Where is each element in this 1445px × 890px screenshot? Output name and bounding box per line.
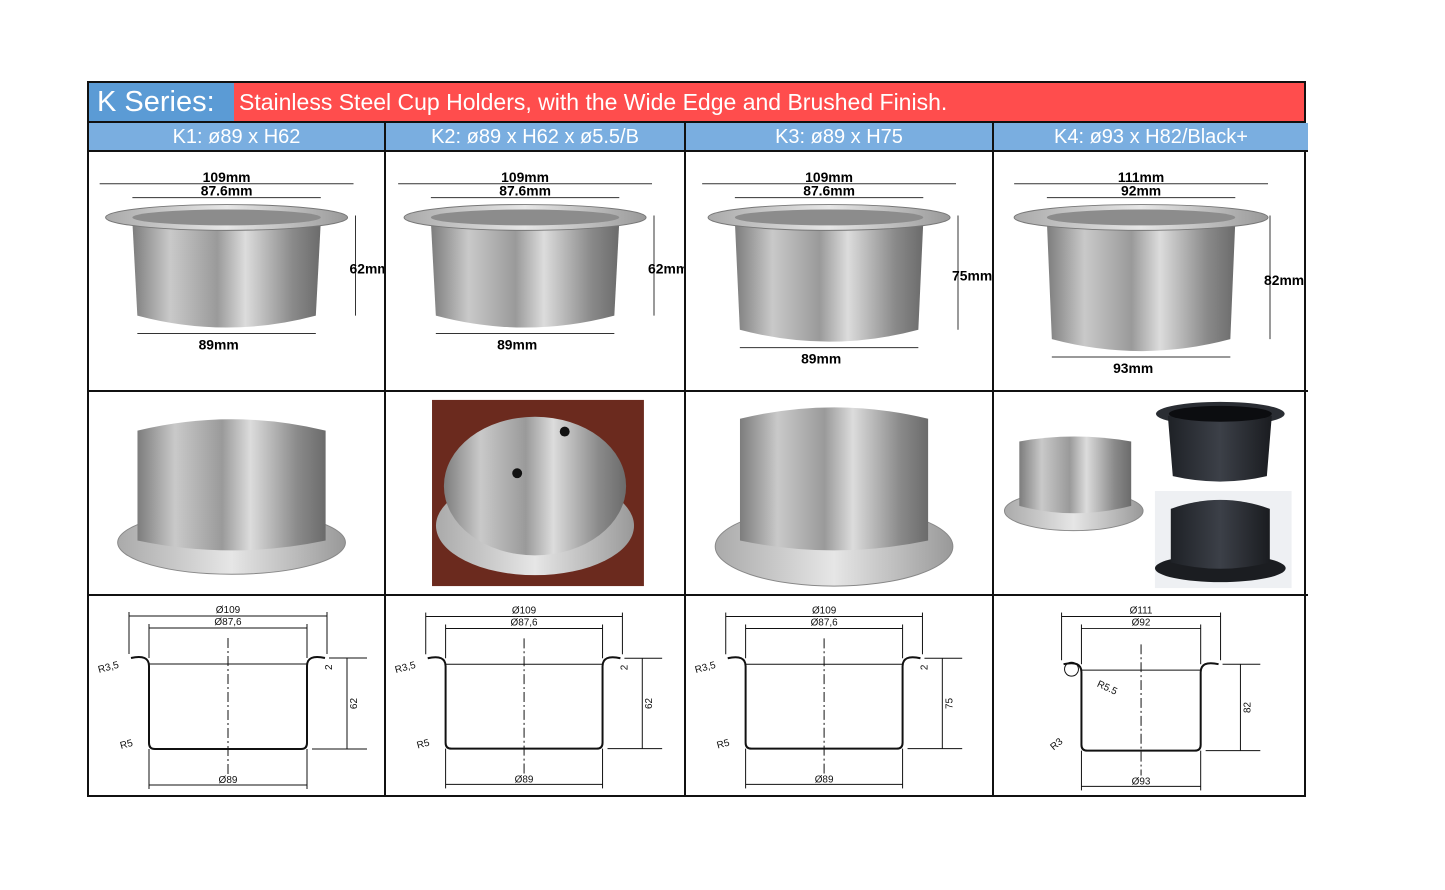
title-bar: K Series: Stainless Steel Cup Holders, w… xyxy=(89,83,1304,123)
series-description: Stainless Steel Cup Holders, with the Wi… xyxy=(239,89,948,115)
technical-drawing xyxy=(725,612,963,789)
model-column-k4: K4: ø93 x H82/Black+ 111mm 92mm 82mm 93m… xyxy=(992,123,1308,795)
drawing-inner-diameter: Ø87,6 xyxy=(214,617,242,628)
technical-drawing-cell: Ø111 Ø92 R5.5 R3 82 Ø93 xyxy=(994,596,1308,799)
drawing-bottom-radius: R3 xyxy=(1048,736,1065,753)
drawing-bottom-radius: R5 xyxy=(119,738,135,752)
height-label: 75mm xyxy=(952,268,992,284)
drawing-height: 75 xyxy=(944,697,955,709)
series-label: K Series: xyxy=(89,83,234,121)
drawing-outer-diameter: Ø109 xyxy=(812,606,837,617)
drawing-outer-diameter: Ø109 xyxy=(216,605,241,616)
spec-sheet: K Series: Stainless Steel Cup Holders, w… xyxy=(87,81,1308,797)
product-photo-cell xyxy=(994,392,1308,596)
drawing-inner-diameter: Ø87,6 xyxy=(811,617,839,628)
model-header: K1: ø89 x H62 xyxy=(89,123,384,152)
drawing-bottom-radius: R5 xyxy=(716,738,732,752)
height-label: 62mm xyxy=(648,260,684,276)
technical-drawing xyxy=(128,612,367,789)
model-header: K2: ø89 x H62 x ø5.5/B xyxy=(386,123,684,152)
cup-photo xyxy=(707,204,951,342)
inner-diameter-label: 87.6mm xyxy=(499,183,551,199)
cup-photo-steel xyxy=(1003,436,1144,532)
dimension-photo-cell: 109mm 87.6mm 62mm 89mm xyxy=(386,152,684,392)
technical-drawing-cell: Ø109 Ø87,6 R3,5 R5 62 2 Ø89 xyxy=(386,596,684,799)
model-column-k2: K2: ø89 x H62 x ø5.5/B 109mm 87.6mm 62mm… xyxy=(384,123,684,795)
cup-photo-inverted xyxy=(117,419,346,575)
drawing-outer-diameter: Ø111 xyxy=(1130,606,1153,617)
dimension-lines xyxy=(398,183,655,334)
drawing-top-radius: R3,5 xyxy=(97,660,121,676)
dimension-photo-cell: 109mm 87.6mm 62mm 89mm xyxy=(89,152,384,392)
bottom-diameter-label: 89mm xyxy=(497,336,537,352)
drawing-bottom-diameter: Ø89 xyxy=(219,775,238,786)
outer-diameter-label: 109mm xyxy=(203,169,251,185)
drawing-bottom-diameter: Ø89 xyxy=(515,774,534,785)
model-column-k3: K3: ø89 x H75 109mm 87.6mm 75mm 89mm Ø10… xyxy=(684,123,992,795)
drawing-inner-diameter: Ø87,6 xyxy=(511,617,539,628)
technical-drawing-cell: Ø109 Ø87,6 R3,5 R5 75 2 Ø89 xyxy=(686,596,992,799)
model-header: K3: ø89 x H75 xyxy=(686,123,992,152)
product-photo-cell xyxy=(386,392,684,596)
outer-diameter-label: 109mm xyxy=(501,169,549,185)
drawing-bottom-diameter: Ø93 xyxy=(1132,776,1151,787)
drawing-height: 62 xyxy=(349,698,360,710)
cup-photo-inverted xyxy=(714,407,954,587)
product-photo-cell xyxy=(686,392,992,596)
drawing-top-radius: R5.5 xyxy=(1095,679,1119,698)
drawing-top-radius: R3,5 xyxy=(394,660,418,676)
outer-diameter-label: 111mm xyxy=(1118,169,1164,185)
inner-diameter-label: 92mm xyxy=(1121,183,1161,199)
drawing-lip-thickness: 2 xyxy=(919,664,930,670)
drawing-top-radius: R3,5 xyxy=(694,660,718,676)
bottom-diameter-label: 89mm xyxy=(199,336,239,352)
drawing-height: 82 xyxy=(1242,701,1253,713)
drawing-lip-thickness: 2 xyxy=(619,664,630,670)
drawing-bottom-diameter: Ø89 xyxy=(815,774,834,785)
technical-drawing xyxy=(1061,612,1261,791)
cup-photo-black-bottom xyxy=(1154,491,1292,589)
cup-photo xyxy=(1013,204,1269,352)
drawing-bottom-radius: R5 xyxy=(416,738,432,752)
technical-drawing xyxy=(425,612,663,789)
bottom-diameter-label: 93mm xyxy=(1113,360,1153,376)
model-column-k1: K1: ø89 x H62 109mm 87.6mm 62mm 89mm Ø10… xyxy=(89,123,384,795)
cup-photo-bottom-view xyxy=(432,399,644,587)
cup-photo xyxy=(105,204,349,328)
drawing-inner-diameter: Ø92 xyxy=(1132,617,1151,628)
inner-diameter-label: 87.6mm xyxy=(201,183,253,199)
dimension-lines xyxy=(1014,183,1271,358)
product-photo-cell xyxy=(89,392,384,596)
dimension-lines xyxy=(702,183,959,349)
cup-photo-black-top xyxy=(1155,401,1285,482)
model-header: K4: ø93 x H82/Black+ xyxy=(994,123,1308,152)
height-label: 62mm xyxy=(350,260,384,276)
technical-drawing-cell: Ø109 Ø87,6 R3,5 R5 62 2 Ø89 xyxy=(89,596,384,799)
inner-diameter-label: 87.6mm xyxy=(803,183,855,199)
outer-diameter-label: 109mm xyxy=(805,169,853,185)
height-label: 82mm xyxy=(1264,272,1304,288)
dimension-lines xyxy=(99,183,356,334)
drawing-outer-diameter: Ø109 xyxy=(512,606,537,617)
drawing-height: 62 xyxy=(644,697,655,709)
dimension-photo-cell: 111mm 92mm 82mm 93mm xyxy=(994,152,1308,392)
dimension-photo-cell: 109mm 87.6mm 75mm 89mm xyxy=(686,152,992,392)
bottom-diameter-label: 89mm xyxy=(801,350,841,366)
cup-photo xyxy=(403,204,647,328)
drawing-lip-thickness: 2 xyxy=(324,664,335,670)
